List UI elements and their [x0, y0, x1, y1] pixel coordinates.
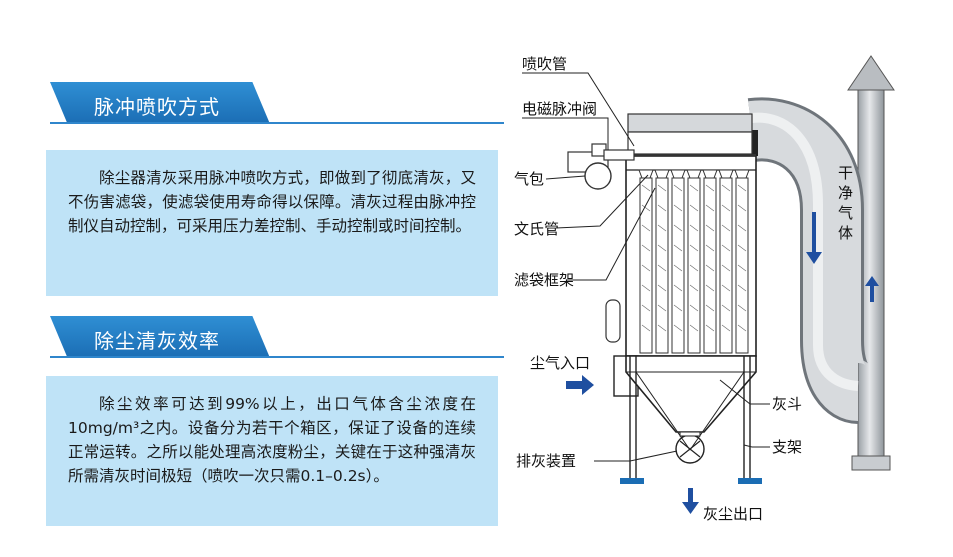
section-title: 除尘清灰效率 — [94, 329, 220, 353]
label-pulse-valve: 电磁脉冲阀 — [522, 100, 597, 118]
section-text-box: 除尘器清灰采用脉冲喷吹方式，即做到了彻底清灰，又不伤害滤袋，使滤袋使用寿命得以保… — [46, 150, 498, 296]
filter-bags — [638, 169, 750, 354]
label-dust-outlet: 灰尘出口 — [703, 505, 763, 523]
section-body: 除尘效率可达到99%以上，出口气体含尘浓度在10mg/m³之内。设备分为若干个箱… — [68, 395, 476, 485]
label-blow-pipe: 喷吹管 — [522, 55, 567, 73]
section-tab — [50, 82, 270, 124]
label-support: 支架 — [772, 438, 802, 456]
section-tab — [50, 316, 270, 358]
label-venturi: 文氏管 — [514, 220, 559, 238]
section-header-efficiency: 除尘清灰效率 — [50, 316, 504, 358]
label-hopper: 灰斗 — [772, 395, 802, 413]
section-body: 除尘器清灰采用脉冲喷吹方式，即做到了彻底清灰，又不伤害滤袋，使滤袋使用寿命得以保… — [68, 169, 476, 235]
section-header-pulse: 脉冲喷吹方式 — [50, 82, 504, 124]
label-bag-frame: 滤袋框架 — [514, 271, 574, 289]
label-clean-gas-1: 干 — [838, 164, 853, 182]
upflow-arrow — [865, 276, 879, 302]
label-air-bag: 气包 — [514, 170, 544, 188]
section-rule — [50, 122, 504, 124]
diagram-labels: 喷吹管 电磁脉冲阀 气包 文氏管 滤袋框架 尘气入口 灰斗 支架 排灰装置 灰尘… — [514, 55, 853, 523]
section-title: 脉冲喷吹方式 — [94, 95, 220, 119]
section-rule — [50, 356, 504, 358]
downflow-arrow — [806, 212, 822, 264]
dust-outlet-arrow — [682, 488, 699, 514]
label-clean-gas-2: 净 — [838, 184, 853, 202]
outlet-duct — [747, 97, 870, 424]
flow-arrows — [566, 212, 879, 514]
pulse-system — [567, 143, 756, 343]
inlet-arrow — [566, 375, 594, 395]
label-discharge: 排灰装置 — [516, 452, 576, 470]
hopper-assembly — [613, 355, 762, 484]
label-inlet: 尘气入口 — [530, 354, 590, 372]
label-clean-gas-4: 体 — [838, 224, 853, 242]
leader-lines — [522, 72, 770, 462]
section-text-box: 除尘效率可达到99%以上，出口气体含尘浓度在10mg/m³之内。设备分为若干个箱… — [46, 376, 498, 526]
label-clean-gas-3: 气 — [838, 204, 853, 222]
